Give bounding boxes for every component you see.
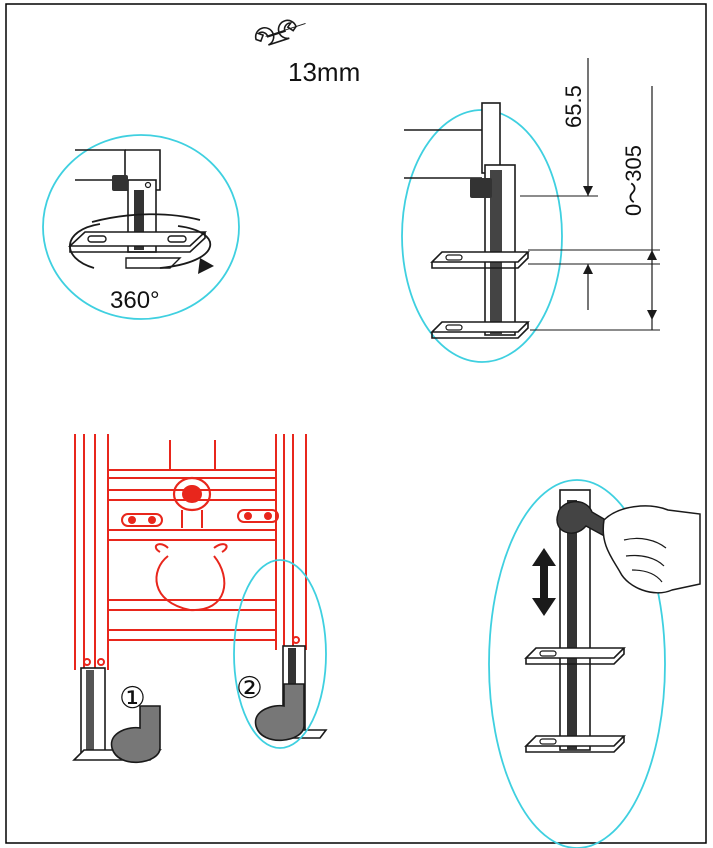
dimension-range-label: 0～305 [621,145,646,216]
height-range-detail: 65.5 0～305 [401,58,660,363]
highlight-circle-rotation [42,134,240,320]
page-border [5,3,707,844]
highlight-circle-adjust [488,479,666,848]
up-down-arrow-icon [532,548,556,616]
foot-icon-2 [254,683,305,742]
highlight-circle-step2 [233,559,327,749]
installation-frame [74,434,307,670]
rotation-arrowhead [198,258,214,274]
tool-size-label: 13mm [288,57,360,87]
step-2-marker: ② [236,672,263,705]
wrench-icon [254,19,306,46]
adjust-detail [488,479,701,848]
rotation-detail: 360° [42,134,240,320]
dimension-step-label: 65.5 [561,85,586,128]
foot-icon-1 [110,705,161,764]
rotation-angle-label: 360° [110,287,160,314]
hand-icon [602,505,701,594]
step-1-marker: ① [119,682,146,715]
